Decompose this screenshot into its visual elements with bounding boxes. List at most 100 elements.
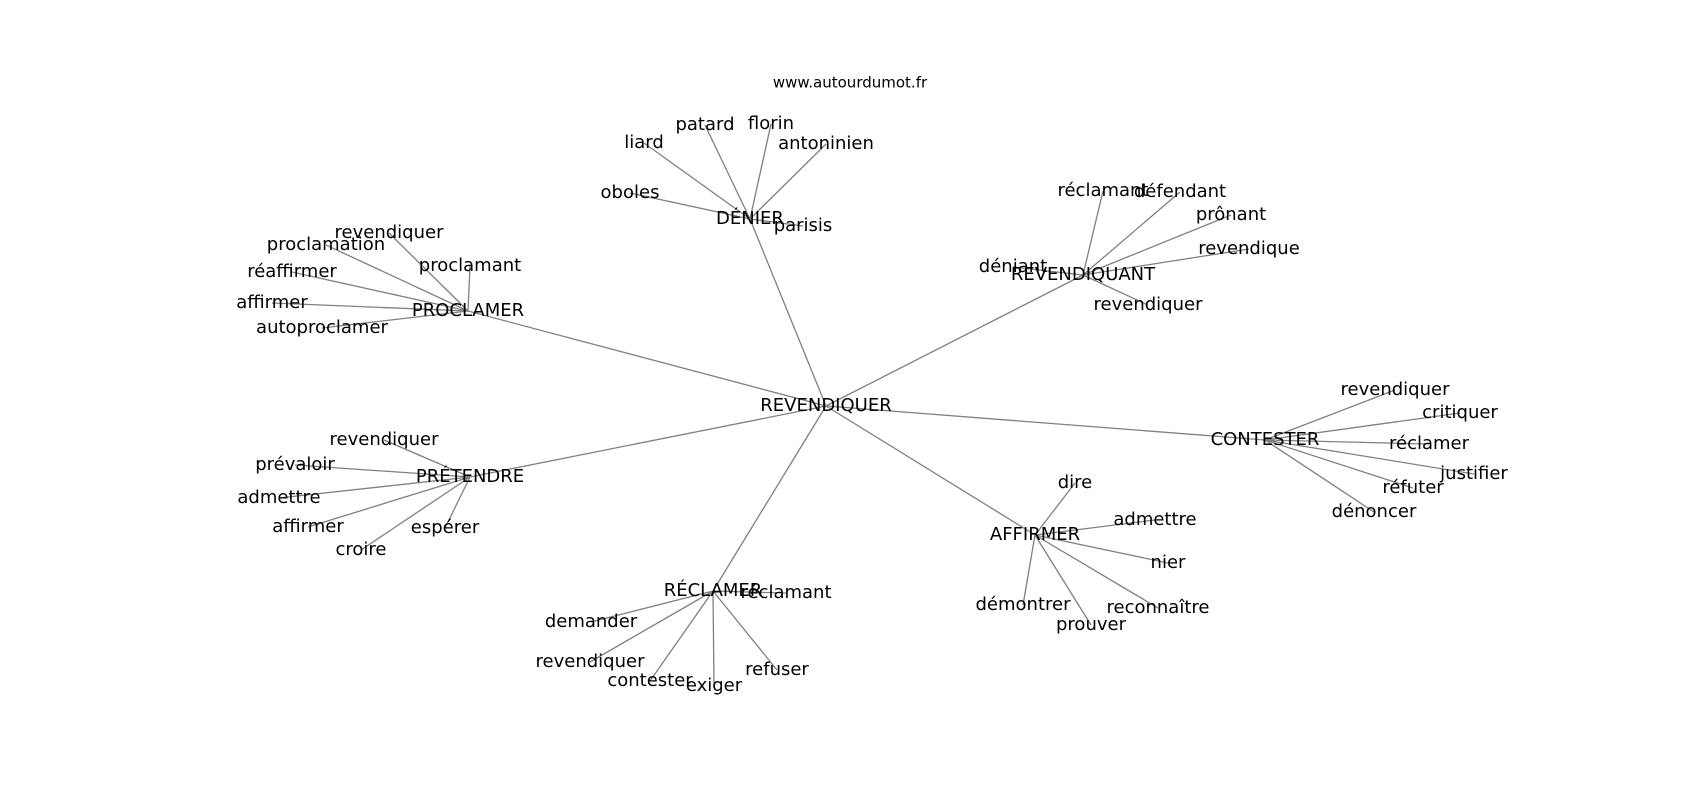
edge-hub-to-word	[321, 310, 469, 329]
edge-center-to-hub	[825, 405, 1036, 536]
leaf-word-node[interactable]: espérer	[411, 517, 480, 538]
leaf-word-node[interactable]: réclamant	[740, 582, 831, 603]
edge-hub-to-word	[1034, 482, 1076, 536]
leaf-word-node[interactable]: revendiquer	[1341, 379, 1451, 400]
leaf-word-node[interactable]: refuser	[745, 659, 809, 680]
edge-hub-to-word	[360, 476, 471, 551]
edge-hub-to-word	[1264, 439, 1475, 475]
leaf-word-node[interactable]: antoninien	[778, 133, 874, 154]
leaf-word-node[interactable]: dénoncer	[1332, 501, 1417, 522]
leaf-word-node[interactable]: revendiquer	[536, 651, 646, 672]
leaf-word-node[interactable]: autoproclamer	[256, 317, 388, 338]
hub-word-node[interactable]: PRÉTENDRE	[416, 465, 524, 487]
edge-center-to-hub	[467, 310, 827, 407]
leaf-word-node[interactable]: reconnaître	[1107, 597, 1210, 618]
leaf-word-node[interactable]: proclamation	[267, 234, 385, 255]
leaf-word-node[interactable]: démontrer	[976, 594, 1072, 615]
leaf-word-node[interactable]: revendiquer	[330, 429, 440, 450]
leaf-word-node[interactable]: défendant	[1134, 181, 1226, 202]
edge-hub-to-word	[1034, 519, 1156, 536]
leaf-word-node[interactable]: affirmer	[236, 292, 308, 313]
edge-center-to-hub	[712, 405, 827, 592]
hub-word-node[interactable]: AFFIRMER	[990, 524, 1080, 545]
leaf-word-node[interactable]: exiger	[686, 675, 743, 696]
edge-hub-to-word	[1082, 248, 1250, 276]
edge-hub-to-word	[629, 192, 751, 220]
edge-hub-to-word	[388, 232, 469, 312]
edge-hub-to-word	[590, 590, 714, 623]
edge-hub-to-word	[1082, 190, 1104, 276]
edge-hub-to-word	[1264, 439, 1430, 445]
leaf-word-node[interactable]: prônant	[1196, 204, 1266, 225]
leaf-word-node[interactable]: croire	[336, 539, 387, 560]
leaf-word-node[interactable]: déniant	[979, 256, 1047, 277]
leaf-word-node[interactable]: dire	[1058, 472, 1093, 493]
edge-hub-to-word	[1264, 439, 1375, 513]
leaf-word-node[interactable]: revendiquer	[335, 222, 445, 243]
edge-hub-to-word	[291, 271, 469, 312]
hub-word-node[interactable]: RÉCLAMER	[664, 579, 763, 601]
edge-hub-to-word	[1022, 534, 1036, 606]
edge-hub-to-word	[749, 143, 827, 220]
leaf-word-node[interactable]: réaffirmer	[247, 261, 337, 282]
leaf-word-node[interactable]: contester	[607, 670, 693, 691]
leaf-word-node[interactable]: oboles	[601, 182, 660, 203]
edge-hub-to-word	[649, 590, 714, 682]
edge-hub-to-word	[712, 590, 715, 687]
edge-center-to-hub	[825, 405, 1266, 441]
edge-hub-to-word	[271, 302, 469, 312]
leaf-word-node[interactable]: demander	[545, 611, 638, 632]
edge-hub-to-word	[704, 124, 751, 220]
leaf-word-node[interactable]: admettre	[1113, 509, 1196, 530]
edge-hub-to-word	[294, 464, 471, 478]
leaf-word-node[interactable]: parisis	[774, 215, 833, 236]
center-word-node[interactable]: REVENDIQUER	[760, 395, 891, 416]
edge-hub-to-word	[383, 439, 471, 478]
leaf-word-node[interactable]: réclamant	[1057, 180, 1148, 201]
leaf-word-node[interactable]: affirmer	[272, 516, 344, 537]
edge-hub-to-word	[1264, 389, 1396, 441]
edge-hub-to-word	[307, 476, 471, 528]
leaf-word-node[interactable]: critiquer	[1422, 402, 1498, 423]
leaf-word-node[interactable]: réclamer	[1389, 433, 1470, 454]
leaf-word-node[interactable]: liard	[624, 132, 664, 153]
edge-hub-to-word	[589, 590, 714, 663]
leaf-word-node[interactable]: revendiquer	[1094, 294, 1204, 315]
edge-hub-to-word	[749, 218, 804, 227]
edge-hub-to-word	[1082, 191, 1181, 276]
leaf-word-node[interactable]: proclamant	[419, 255, 521, 276]
edge-hub-to-word	[749, 123, 772, 220]
edge-hub-to-word	[712, 590, 778, 671]
hub-word-node[interactable]: DÉNIER	[716, 207, 784, 229]
leaf-word-node[interactable]: revendique	[1198, 238, 1300, 259]
leaf-word-node[interactable]: florin	[748, 113, 794, 134]
leaf-word-node[interactable]: admettre	[237, 487, 320, 508]
edge-hub-to-word	[1034, 534, 1159, 609]
edge-center-to-hub	[825, 274, 1084, 407]
edge-center-to-hub	[749, 218, 827, 407]
edge-hub-to-word	[1082, 214, 1232, 276]
edge-hub-to-word	[278, 476, 471, 499]
hub-word-node[interactable]: CONTESTER	[1211, 429, 1320, 450]
edge-hub-to-word	[1264, 439, 1414, 489]
leaf-word-node[interactable]: patard	[675, 114, 734, 135]
edge-hub-to-word	[444, 476, 471, 529]
edge-hub-to-word	[467, 265, 471, 312]
leaf-word-node[interactable]: nier	[1151, 552, 1186, 573]
edge-hub-to-word	[1034, 534, 1092, 626]
edge-hub-to-word	[325, 244, 469, 312]
leaf-word-node[interactable]: réfuter	[1382, 477, 1444, 498]
leaf-word-node[interactable]: justifier	[1439, 463, 1508, 484]
edge-hub-to-word	[1012, 266, 1084, 276]
edge-hub-to-word	[712, 590, 787, 594]
leaf-word-node[interactable]: prouver	[1056, 614, 1127, 635]
edge-hub-to-word	[1034, 534, 1169, 564]
leaf-word-node[interactable]: prévaloir	[255, 454, 335, 475]
site-label: www.autourdumot.fr	[773, 74, 928, 92]
edge-hub-to-word	[1264, 412, 1461, 441]
hub-word-node[interactable]: REVENDIQUANT	[1011, 264, 1156, 285]
edge-center-to-hub	[469, 405, 827, 478]
edge-hub-to-word	[643, 142, 751, 220]
hub-word-node[interactable]: PROCLAMER	[412, 300, 524, 321]
